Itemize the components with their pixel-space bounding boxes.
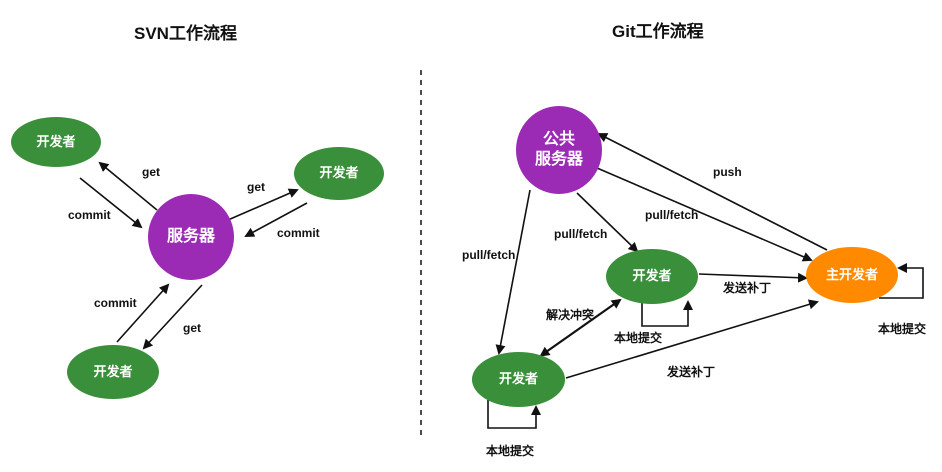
git-dev-bottom-node: 开发者 <box>472 352 565 407</box>
svn-arrow-get-to-dev-right <box>227 188 299 221</box>
git-arrow-pull-fetch-middle <box>576 192 639 253</box>
git-title: Git工作流程 <box>612 22 704 41</box>
git-label-patch-middle: 发送补丁 <box>723 281 772 295</box>
svn-arrow-get-to-dev-top-left <box>98 161 158 211</box>
git-label-pull-fetch-left: pull/fetch <box>462 248 516 262</box>
git-loop-local-commit-bottom <box>487 400 541 429</box>
git-arrow-pull-fetch-main <box>596 167 813 262</box>
git-label-local-commit-middle: 本地提交 <box>614 331 663 345</box>
svn-label-get-bottom: get <box>183 321 201 335</box>
svn-dev-top-left-node: 开发者 <box>11 117 101 167</box>
svn-label-commit-left: commit <box>68 208 111 222</box>
svn-arrow-commit-from-dev-bottom <box>116 283 170 343</box>
svn-title: SVN工作流程 <box>134 24 237 43</box>
git-arrow-patch-bottom <box>565 299 819 379</box>
svn-arrow-get-to-dev-bottom <box>142 284 203 350</box>
git-arrow-patch-middle <box>698 272 808 283</box>
svn-label-commit-bottom: commit <box>94 296 137 310</box>
svn-dev-right-node: 开发者 <box>294 147 384 200</box>
git-arrow-push <box>597 133 828 251</box>
git-label-local-commit-bottom: 本地提交 <box>486 444 535 458</box>
svn-label-get-left: get <box>142 165 160 179</box>
git-label-patch-bottom: 发送补丁 <box>667 365 716 379</box>
svn-label-get-right: get <box>247 180 265 194</box>
git-label-local-commit-main: 本地提交 <box>878 322 927 336</box>
git-public-server-node: 公共 服务器 <box>516 106 602 194</box>
git-dev-middle-node: 开发者 <box>606 249 698 304</box>
svn-arrow-commit-from-dev-right <box>244 202 308 237</box>
git-label-resolve-conflict: 解决冲突 <box>546 308 595 322</box>
svn-label-commit-right: commit <box>277 226 320 240</box>
git-loop-local-commit-main <box>879 263 924 299</box>
git-arrow-resolve-conflict <box>539 298 622 357</box>
svn-dev-bottom-node: 开发者 <box>67 345 159 399</box>
git-label-push: push <box>713 165 742 179</box>
git-main-dev-node: 主开发者 <box>806 247 898 303</box>
svn-arrow-commit-from-dev-top-left <box>79 177 143 229</box>
git-arrow-pull-fetch-left <box>495 189 531 355</box>
git-loop-local-commit-middle <box>641 298 693 327</box>
git-label-pull-fetch-main: pull/fetch <box>645 208 699 222</box>
git-label-pull-fetch-middle: pull/fetch <box>554 227 608 241</box>
svn-server-node: 服务器 <box>148 194 234 280</box>
